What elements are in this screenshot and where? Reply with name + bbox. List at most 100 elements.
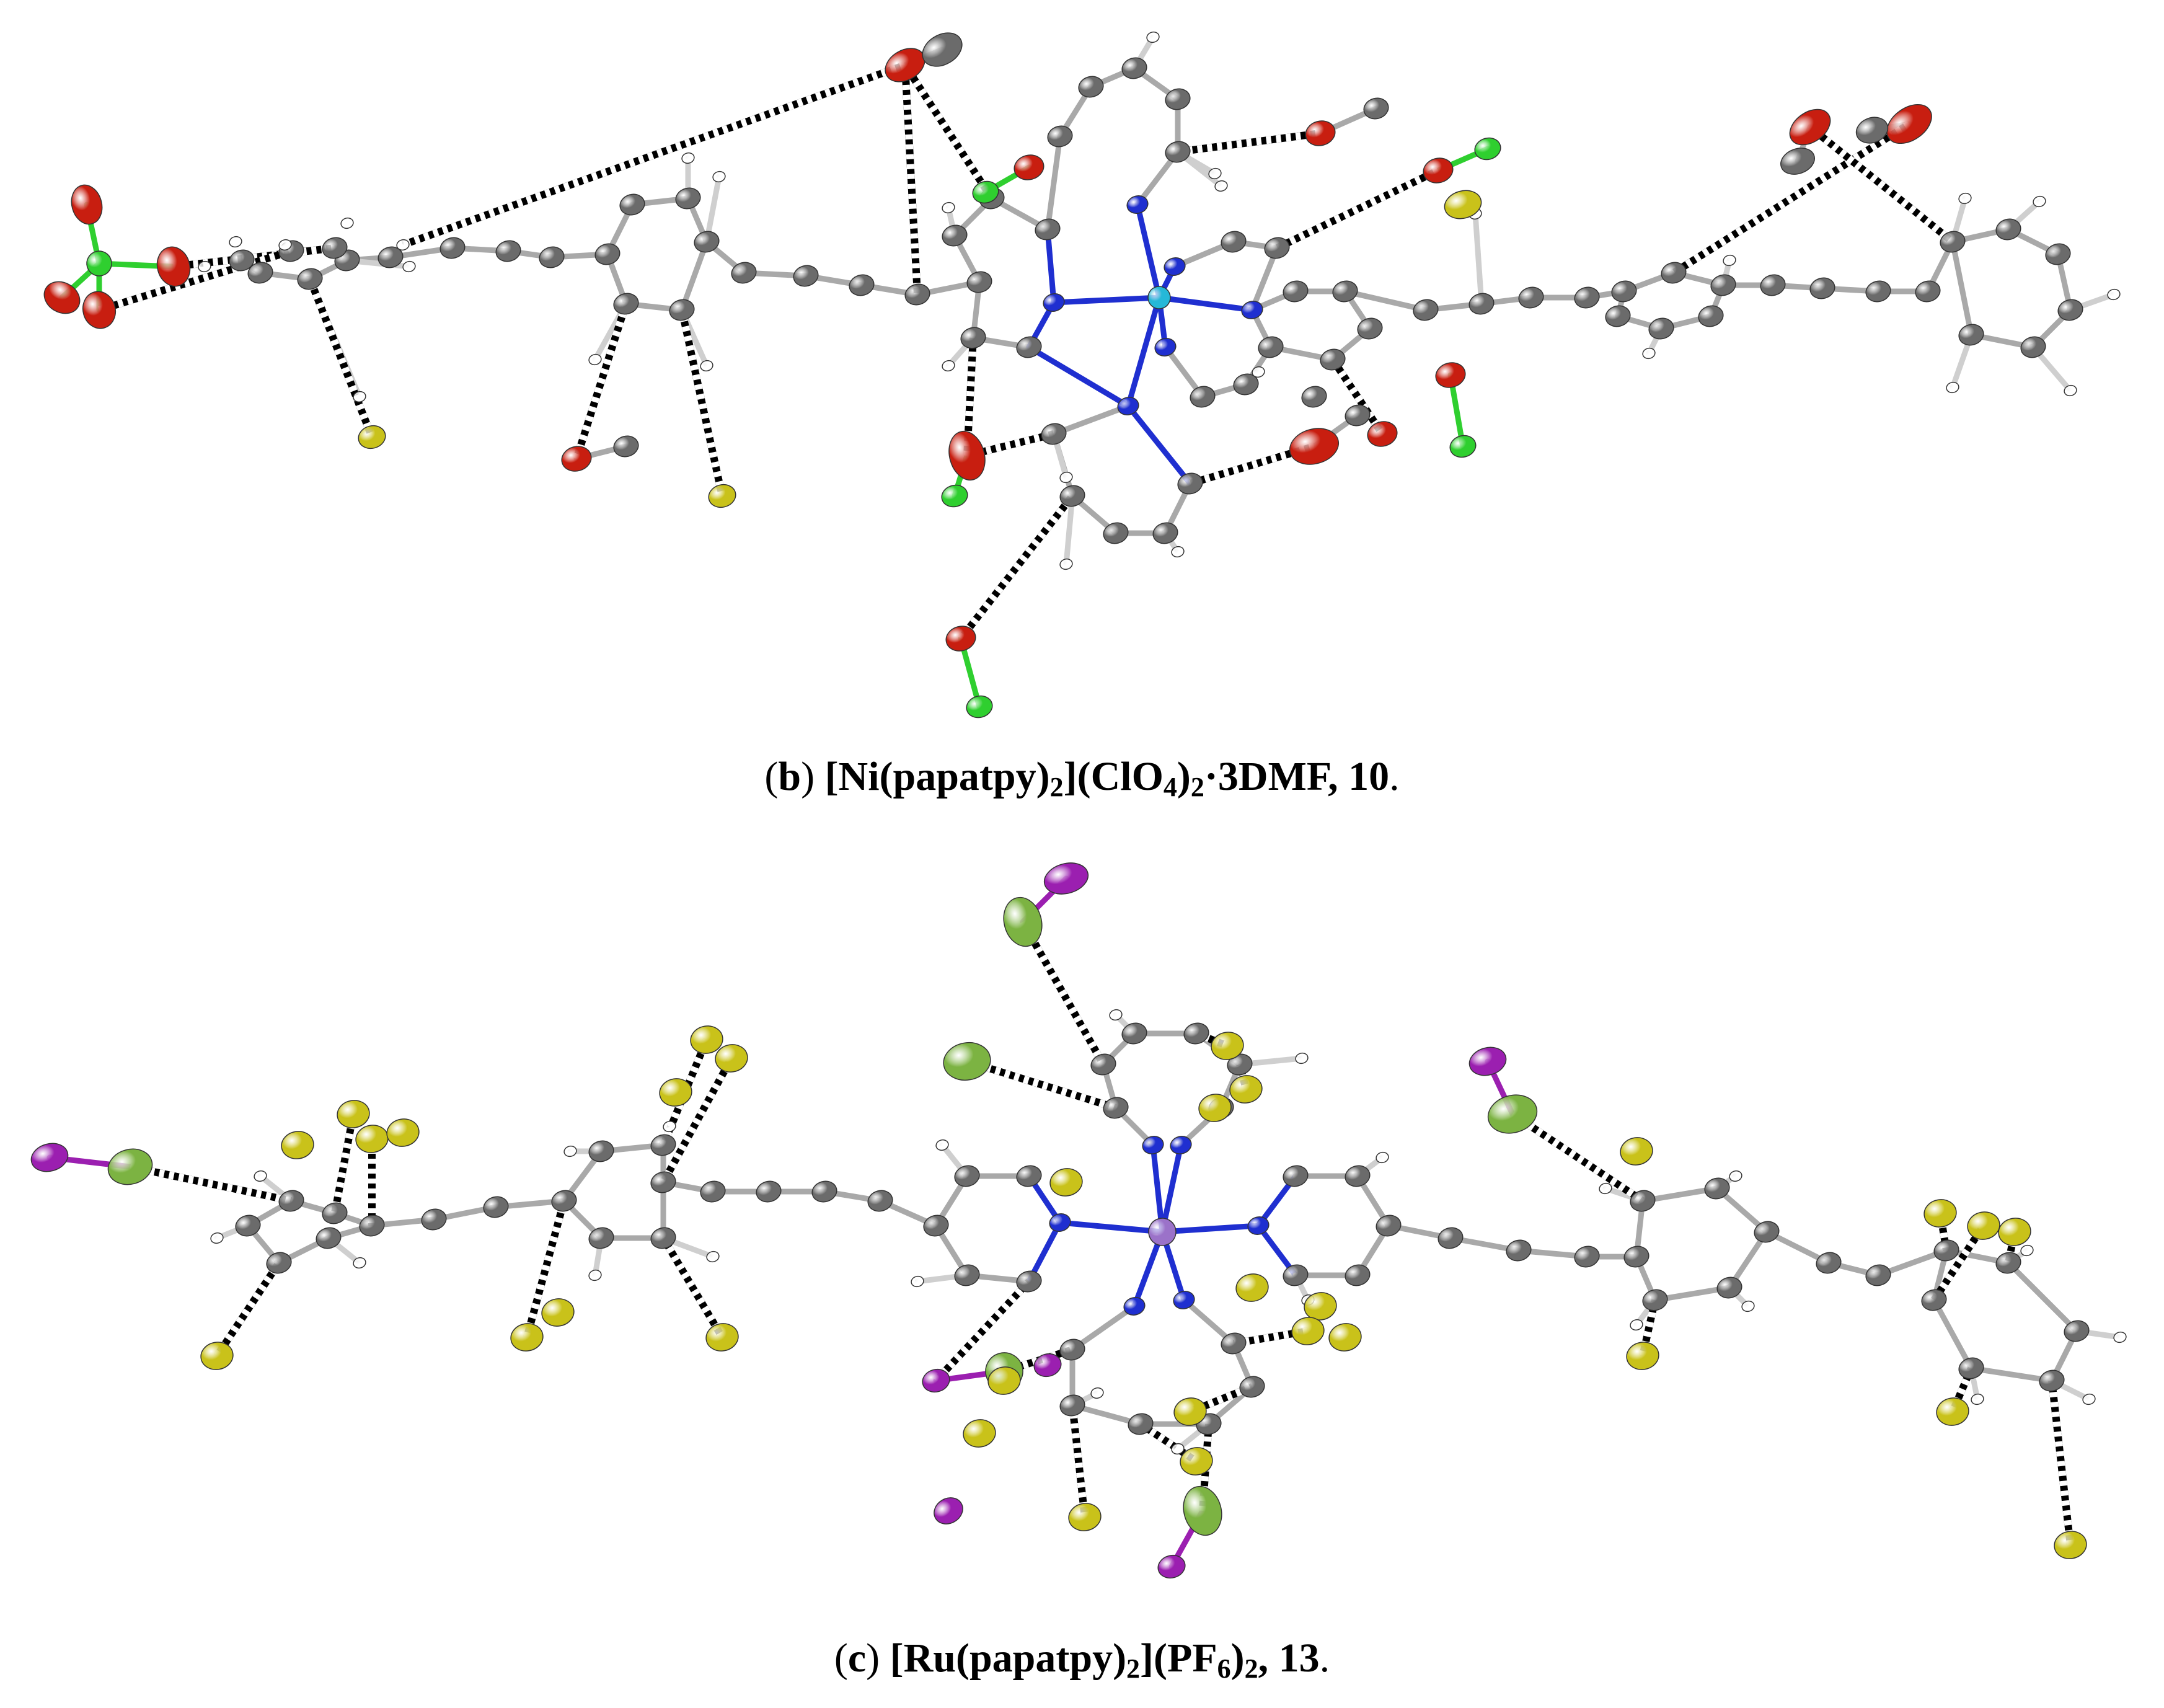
carbon-atom <box>1177 472 1203 495</box>
hydrogen-bond-dash <box>1671 120 1912 277</box>
nitrogen-atom <box>1123 1297 1146 1316</box>
carbon-atom <box>1345 1165 1371 1187</box>
carbon-atom <box>1047 125 1073 148</box>
hydrogen-bond-dash <box>933 1278 1032 1384</box>
carbon-atom <box>1283 1264 1309 1286</box>
bond <box>1150 1142 1165 1235</box>
bond <box>1125 403 1193 487</box>
oxygen-atom <box>1423 157 1454 184</box>
carbon-atom <box>1239 1376 1265 1398</box>
hydrogen-atom <box>353 1257 366 1269</box>
hydrogen-atom <box>942 360 955 372</box>
carbon-atom <box>1623 1246 1649 1268</box>
carbon-atom <box>1016 1270 1042 1293</box>
carbon-atom <box>960 327 986 349</box>
oxygen-atom <box>561 446 592 472</box>
carbon-atom <box>1103 522 1129 544</box>
carbon-atom <box>2020 336 2046 358</box>
carbon-atom <box>1865 280 1891 303</box>
bond <box>1156 294 1255 313</box>
carbon-atom <box>1221 1332 1247 1355</box>
hydrogen-bond-dash <box>660 1056 735 1184</box>
chlorine-atom <box>86 250 112 277</box>
carbon-atom <box>1264 237 1290 259</box>
carbon-atom <box>1940 231 1966 253</box>
hydrogen-atom <box>278 239 292 251</box>
carbon-atom <box>1016 1165 1042 1187</box>
carbon-atom <box>1035 218 1061 241</box>
hydrogen-atom <box>1971 1393 1984 1405</box>
carbon-atom <box>1183 1022 1209 1045</box>
carbon-atom <box>1090 1053 1116 1076</box>
carbon-atom <box>756 1180 782 1203</box>
hydrogen-bond <box>306 277 376 439</box>
carbon-atom <box>1320 348 1346 371</box>
oxygen-atom <box>1289 428 1340 465</box>
hydrogen-atom <box>1208 167 1222 180</box>
counter-ion-atom <box>1043 862 1089 895</box>
carbon-atom <box>1165 141 1191 163</box>
hydrogen-bond <box>1330 357 1385 436</box>
oxygen-atom <box>82 291 117 329</box>
nitrogen-atom <box>1154 338 1177 356</box>
bond <box>2005 1260 2080 1334</box>
carbon-atom <box>1152 522 1178 544</box>
hydrogen-atom <box>1642 347 1656 360</box>
fluorine-atom <box>1180 1447 1213 1476</box>
chlorine-atom <box>1474 137 1501 161</box>
carbon-atom <box>1059 485 1085 507</box>
carbon-atom <box>1363 97 1389 120</box>
carbon-atom <box>359 1215 385 1237</box>
molecule-structure-ni <box>43 31 2121 719</box>
fluorine-atom <box>1211 1032 1244 1060</box>
phosphorus-atom <box>943 1042 991 1081</box>
fluorine-atom <box>1328 1323 1362 1352</box>
carbon-atom <box>1574 1246 1600 1268</box>
carbon-atom <box>1630 1190 1656 1212</box>
bond <box>1125 294 1162 409</box>
fluorine-atom <box>1068 1503 1102 1531</box>
nitrogen-atom <box>1170 1136 1192 1154</box>
hydrogen-atom <box>2107 288 2121 301</box>
counter-ion-atom <box>30 1143 69 1172</box>
carbon-atom <box>1933 1239 1959 1262</box>
oxygen-atom <box>43 281 81 314</box>
carbon-atom <box>1710 274 1736 296</box>
atoms <box>43 31 2121 719</box>
hydrogen-atom <box>681 152 695 164</box>
counter-ion-atom <box>1157 1554 1186 1579</box>
carbon-atom <box>619 193 645 216</box>
fluorine-atom <box>659 1078 692 1107</box>
panel-b: (b) [Ni(papatpy)2](ClO4)2·3DMF, 10. <box>43 31 2121 801</box>
fluorine-atom <box>1923 1199 1957 1228</box>
bond <box>1044 133 1063 232</box>
fluorine-atom <box>510 1323 544 1352</box>
hydrogen-atom <box>1090 1387 1104 1399</box>
carbon-atom <box>439 237 466 259</box>
bond <box>1159 1142 1184 1235</box>
oxygen-atom <box>945 626 976 652</box>
hydrogen-atom <box>911 1275 924 1288</box>
nitrogen-atom <box>1247 1216 1270 1235</box>
bond <box>1472 211 1485 307</box>
hydrogen-atom <box>340 217 354 229</box>
oxygen-atom <box>1305 120 1336 146</box>
carbon-atom <box>1016 336 1042 358</box>
oxygen-atom <box>1886 104 1932 144</box>
bond <box>1159 1223 1261 1235</box>
hydrogen-atom <box>1376 1151 1389 1164</box>
hydrogen-bond-dash <box>129 1163 293 1205</box>
fluorine-atom <box>1235 1273 1269 1302</box>
phosphorus-atom <box>1183 1485 1222 1536</box>
carbon-atom <box>613 435 639 458</box>
phosphorus-atom <box>1003 896 1043 947</box>
fluorine-atom <box>1229 1075 1263 1104</box>
carbon-atom <box>1574 286 1600 309</box>
hydrogen-atom <box>1946 381 1959 394</box>
carbon-atom <box>1855 117 1889 144</box>
carbon-atom <box>594 243 620 265</box>
hydrogen-bond-dash <box>678 309 726 497</box>
carbon-atom <box>588 1227 614 1249</box>
carbon-atom <box>1190 386 1216 408</box>
carbon-atom <box>1760 274 1786 296</box>
